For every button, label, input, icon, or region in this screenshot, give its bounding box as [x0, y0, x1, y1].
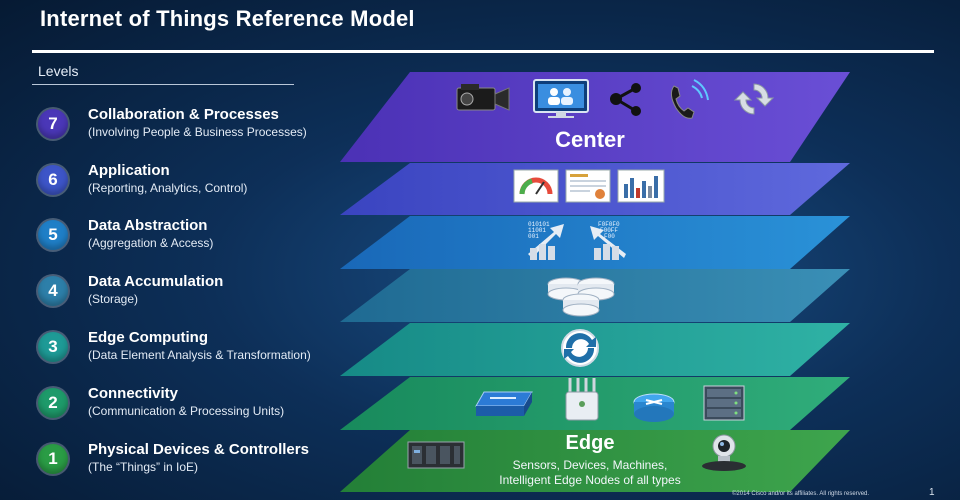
edge-label: Edge — [565, 432, 615, 454]
bar-chart-icon — [617, 169, 665, 203]
video-camera-icon — [456, 84, 510, 111]
level-number-badge: 5 — [38, 220, 68, 250]
level-description: (Reporting, Analytics, Control) — [88, 181, 248, 195]
edge-description: Sensors, Devices, Machines, Intelligent … — [470, 458, 710, 488]
svg-text:010101: 010101 — [528, 221, 550, 228]
database-icon — [547, 277, 615, 317]
data-down-arrow-icon: F0F0F0 F00FF F00 — [590, 221, 626, 260]
controller-icon — [407, 441, 465, 469]
server-icon — [703, 385, 745, 421]
level-description: (Aggregation & Access) — [88, 236, 214, 250]
levels-divider — [32, 84, 294, 85]
level-row-7: 7 Collaboration & Processes (Involving Peo… — [38, 106, 358, 146]
access-point-icon — [565, 378, 599, 421]
layer-5-data-abstraction — [340, 216, 850, 269]
levels-heading: Levels — [38, 63, 79, 79]
svg-text:001: 001 — [528, 233, 539, 240]
level-number-badge: 6 — [38, 165, 68, 195]
level-number-badge: 4 — [38, 276, 68, 306]
level-description: (Storage) — [88, 292, 139, 306]
level-number-badge: 3 — [38, 332, 68, 362]
report-chart-icon — [565, 169, 611, 203]
level-name: Edge Computing — [88, 329, 208, 346]
level-number-badge: 7 — [38, 109, 68, 139]
level-row-5: 5 Data Abstraction (Aggregation & Access) — [38, 217, 358, 257]
people-monitor-icon — [533, 79, 589, 118]
copyright-notice: ©2014 Cisco and/or its affiliates. All r… — [732, 491, 870, 497]
data-up-arrow-icon: 010101 11001 001 — [528, 221, 564, 260]
level-description: (Data Element Analysis & Transformation) — [88, 348, 311, 362]
sync-icon — [733, 83, 775, 115]
title-divider — [32, 50, 934, 53]
svg-text:F00FF: F00FF — [600, 227, 618, 234]
edge-compute-icon — [561, 329, 599, 367]
level-row-1: 1 Physical Devices & Controllers (The “Thi… — [38, 441, 358, 481]
level-name: Application — [88, 162, 170, 179]
level-number-badge: 2 — [38, 388, 68, 418]
level-name: Data Accumulation — [88, 273, 224, 290]
level-description: (The “Things” in IoE) — [88, 460, 199, 474]
router-icon — [633, 393, 675, 422]
page-title: Internet of Things Reference Model — [40, 6, 415, 31]
level-description: (Communication & Processing Units) — [88, 404, 285, 418]
level-row-6: 6 Application (Reporting, Analytics, Contr… — [38, 162, 358, 202]
switch-icon — [475, 391, 533, 416]
center-label: Center — [555, 127, 625, 152]
edge-description-line-1: Sensors, Devices, Machines, — [512, 458, 668, 472]
level-name: Connectivity — [88, 385, 179, 402]
phone-icon — [670, 79, 709, 119]
level-row-2: 2 Connectivity (Communication & Processing… — [38, 385, 358, 425]
edge-description-line-2: Intelligent Edge Nodes of all types — [499, 473, 681, 487]
svg-text:F00: F00 — [604, 233, 615, 240]
share-icon — [610, 83, 641, 116]
telepresence-camera-icon — [702, 434, 746, 471]
level-number-badge: 1 — [38, 444, 68, 474]
level-name: Data Abstraction — [88, 217, 208, 234]
svg-text:11001: 11001 — [528, 227, 546, 234]
level-description: (Involving People & Business Processes) — [88, 125, 307, 139]
level-row-4: 4 Data Accumulation (Storage) — [38, 273, 358, 313]
level-name: Collaboration & Processes — [88, 106, 279, 123]
svg-text:F0F0F0: F0F0F0 — [598, 221, 620, 228]
gauge-chart-icon — [513, 169, 559, 203]
level-name: Physical Devices & Controllers — [88, 441, 309, 458]
level-row-3: 3 Edge Computing (Data Element Analysis & … — [38, 329, 358, 369]
page-number: 1 — [929, 487, 935, 498]
